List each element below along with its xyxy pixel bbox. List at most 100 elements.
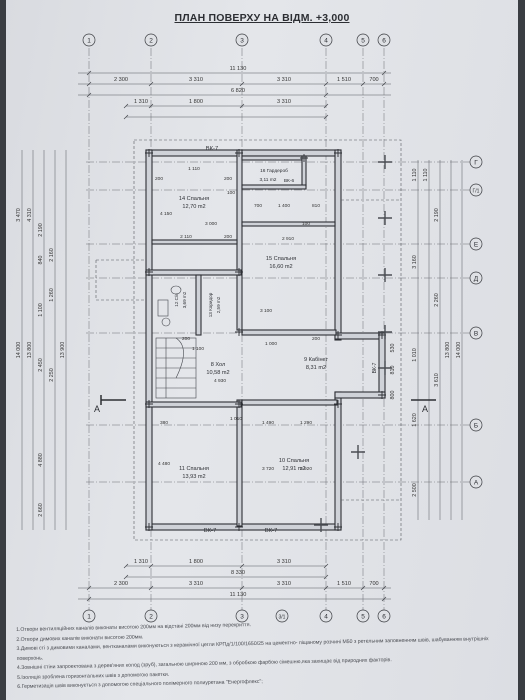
room-9-area: 8,31 m2 [306,365,326,371]
inner-dim: 700 [254,203,262,209]
axis-label: 6 [382,614,386,621]
inner-dim: 200 [155,176,163,182]
bottom-dim: 3 310 [277,559,291,565]
section-mark-right: А [422,404,428,414]
inner-dim: 4 480 [158,461,170,467]
axis-label: 4 [324,614,328,621]
axis-label: 5 [361,614,365,621]
inner-dim: 2 910 [282,236,294,242]
inner-dim: 100 [302,221,310,227]
axis-bubble-right: Б [469,418,483,432]
axis-bubble-right: Д [469,271,483,285]
top-dim: 3 310 [277,99,291,105]
mark-vk6: ВК-6 [284,178,295,184]
axis-label: 1 [87,614,91,621]
inner-dim: 3 100 [260,308,272,314]
axis-label: В [474,331,478,338]
inner-dim: 3 000 [205,221,217,227]
right-dim: 530 [390,344,396,353]
axis-label: Б [474,423,478,430]
bottom-dim: 700 [369,581,378,587]
left-dim: 2 250 [49,368,55,382]
room-16-area: 3,11 m2 [260,177,277,183]
axis-bubble-top: 2 [144,33,158,47]
room-15-area: 16,60 m2 [269,264,292,270]
mark-vk7-top: ВК-7 [206,146,218,152]
left-dim: 13 800 [27,342,33,359]
right-dim: 2 500 [412,483,418,497]
axis-label: 2 [149,38,153,45]
inner-dim: 3 720 [262,466,274,472]
axis-bubble-bottom: 5 [356,609,370,623]
axis-bubble-top: 3 [235,33,249,47]
top-dim: 2 300 [114,77,128,83]
room-15-label: 15 Спальня [266,256,296,262]
bottom-dim: 2 300 [114,581,128,587]
room-13-area: 2,59 m2 [216,296,221,313]
axis-bubble-top: 1 [82,33,96,47]
left-dim: 840 [38,256,44,265]
room-8-label: 8 Хол [211,362,226,368]
inner-dim: 1 490 [262,420,274,426]
axis-label: 3 [240,614,244,621]
right-dim: 13 800 [445,342,451,359]
left-dim: 1 100 [38,303,44,317]
bottom-dim: 1 800 [189,559,203,565]
room-8-area: 10,58 m2 [206,370,229,376]
axis-bubble-right: В [469,326,483,340]
bottom-dim: 8 330 [231,570,245,576]
top-dim: 700 [369,77,378,83]
inner-dim: 1 010 [230,416,242,422]
bottom-dim: 3 310 [277,581,291,587]
right-dim: 800 [390,391,396,400]
right-dim: 3 160 [412,255,418,269]
inner-dim: 200 [224,234,232,240]
drawing-sheet: ПЛАН ПОВЕРХУ НА ВІДМ. +3,000 [6,0,518,700]
room-9-label: 9 Кабінет [304,357,329,363]
axis-label: Г [474,160,478,167]
axis-bubble-top: 5 [356,33,370,47]
bottom-dim: 1 510 [337,581,351,587]
axis-label: 3/1 [279,615,286,621]
mark-vk7-bottom: ВК-7 [204,528,216,534]
inner-dim: 4 150 [160,211,172,217]
left-dim: 2 160 [49,248,55,262]
axis-label: 3 [240,38,244,45]
inner-dim: 100 [227,190,235,196]
right-dim: 14 000 [456,342,462,359]
top-dim: 3 310 [277,77,291,83]
inner-dim: 1 290 [300,420,312,426]
page-title: ПЛАН ПОВЕРХУ НА ВІДМ. +3,000 [174,12,350,24]
room-12-label: 12 С/в [174,293,179,307]
left-dim: 4 310 [27,208,33,222]
right-dim: 3 610 [434,373,440,387]
bottom-dim: 1 310 [134,559,148,565]
axis-bubble-top: 4 [319,33,333,47]
right-dim: 1 620 [412,413,418,427]
inner-dim: 200 [312,336,320,342]
top-dim: 1 800 [189,99,203,105]
mark-vk7-bottom-2: ВК-7 [265,528,277,534]
axis-bubble-bottom: 2 [144,609,158,623]
top-dim: 1 510 [337,77,351,83]
left-dim: 2 190 [38,223,44,237]
top-dim-overall: 11 130 [230,66,247,72]
axis-label: Е [474,242,479,249]
left-dim: 2 660 [38,503,44,517]
axis-label: 5 [361,38,365,45]
bottom-dim: 3 310 [189,581,203,587]
room-16-label: 16 Гардероб [260,168,288,174]
top-dim: 3 310 [189,77,203,83]
inner-dim: 1 100 [192,346,204,352]
axis-label: 2 [149,614,153,621]
inner-dim: 4 930 [214,378,226,384]
room-13-label: 13 Коридор [208,292,213,317]
right-dim: 1 010 [412,348,418,362]
left-dim: 3 470 [16,208,22,222]
axis-label: Г/1 [473,189,480,195]
axis-bubble-bottom: 4 [319,609,333,623]
axis-bubble-top: 6 [377,33,391,47]
axis-label: А [474,480,479,487]
right-dim: 810 [390,366,396,375]
left-dim: 4 880 [38,453,44,467]
